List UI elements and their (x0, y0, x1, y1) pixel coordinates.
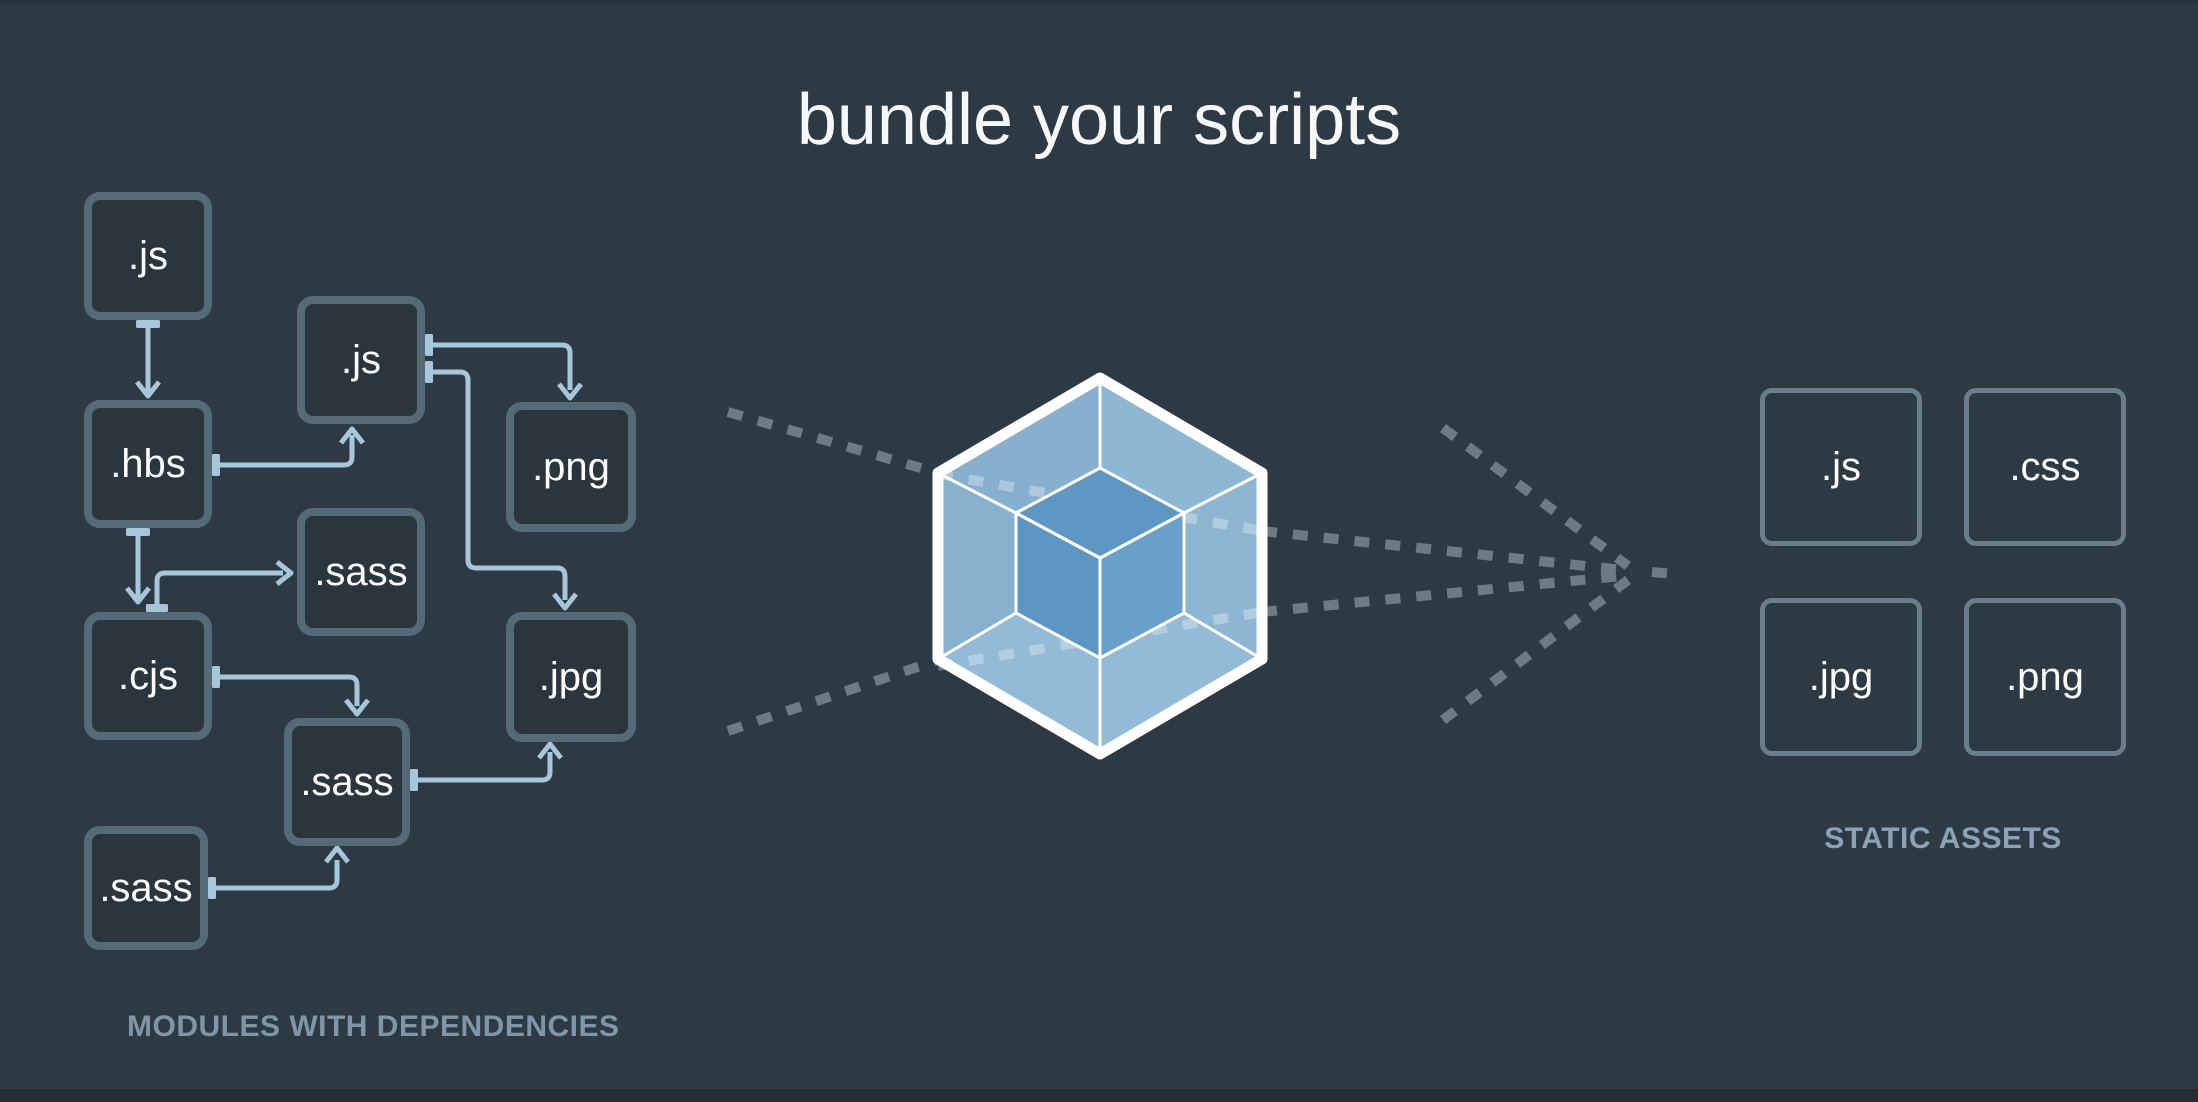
arrow-js1-to-hbs (135, 320, 161, 399)
module-box-label: .sass (99, 865, 193, 910)
asset-box-label: .jpg (1808, 654, 1874, 699)
static-assets-caption: STATIC ASSETS (1824, 822, 2062, 855)
page-title: bundle your scripts (796, 80, 1402, 160)
module-box-sass-mid: .sass (297, 508, 425, 636)
webpack-inner-cube (1014, 466, 1186, 660)
module-box-label: .cjs (118, 653, 178, 698)
asset-box-label: .css (2009, 444, 2081, 489)
asset-box-label: .js (1821, 444, 1861, 489)
arrow-hbs-to-cjs (125, 528, 151, 605)
asset-box-label: .png (2006, 654, 2084, 699)
asset-box-css: .css (1964, 388, 2126, 546)
module-box-label: .jpg (538, 654, 604, 699)
asset-box-jpg: .jpg (1760, 598, 1922, 756)
module-box-js-1: .js (84, 192, 212, 320)
arrow-sass-lower-to-jpg (410, 741, 563, 791)
cube-hexagon-outline (932, 372, 1268, 760)
asset-box-png: .png (1964, 598, 2126, 756)
module-box-png: .png (506, 402, 636, 532)
cube-face-left (938, 473, 1016, 659)
arrow-js2-to-png (425, 334, 583, 401)
module-box-js-2: .js (297, 296, 425, 424)
arrow-hbs-to-js2 (212, 426, 365, 476)
arrow-cjs-to-sass-mid (146, 560, 294, 612)
top-border-band (0, 0, 2198, 4)
arrow-sass-bottom-to-sass-lower (208, 845, 350, 899)
arrow-cjs-to-sass-lower (212, 666, 370, 717)
cube-face-right (1184, 473, 1262, 659)
module-box-label: .hbs (110, 441, 186, 486)
modules-caption: MODULES WITH DEPENDENCIES (127, 1010, 620, 1043)
bottom-border-band (0, 1089, 2198, 1102)
module-box-hbs: .hbs (84, 400, 212, 528)
module-box-label: .png (532, 444, 610, 489)
module-box-label: .sass (314, 549, 408, 594)
module-box-sass-bottom: .sass (84, 826, 208, 950)
bundle-flow-dashes (726, 407, 1675, 736)
module-box-label: .sass (300, 759, 394, 804)
asset-box-js: .js (1760, 388, 1922, 546)
cube-face-top-left (938, 378, 1100, 513)
module-box-sass-lower: .sass (284, 718, 410, 846)
module-box-label: .js (128, 233, 168, 278)
webpack-logo (932, 372, 1268, 760)
module-box-label: .js (341, 337, 381, 382)
module-box-jpg: .jpg (506, 612, 636, 742)
cube-face-top-right (1100, 378, 1262, 513)
module-box-cjs: .cjs (84, 612, 212, 740)
arrow-js2-to-jpg (425, 361, 578, 611)
